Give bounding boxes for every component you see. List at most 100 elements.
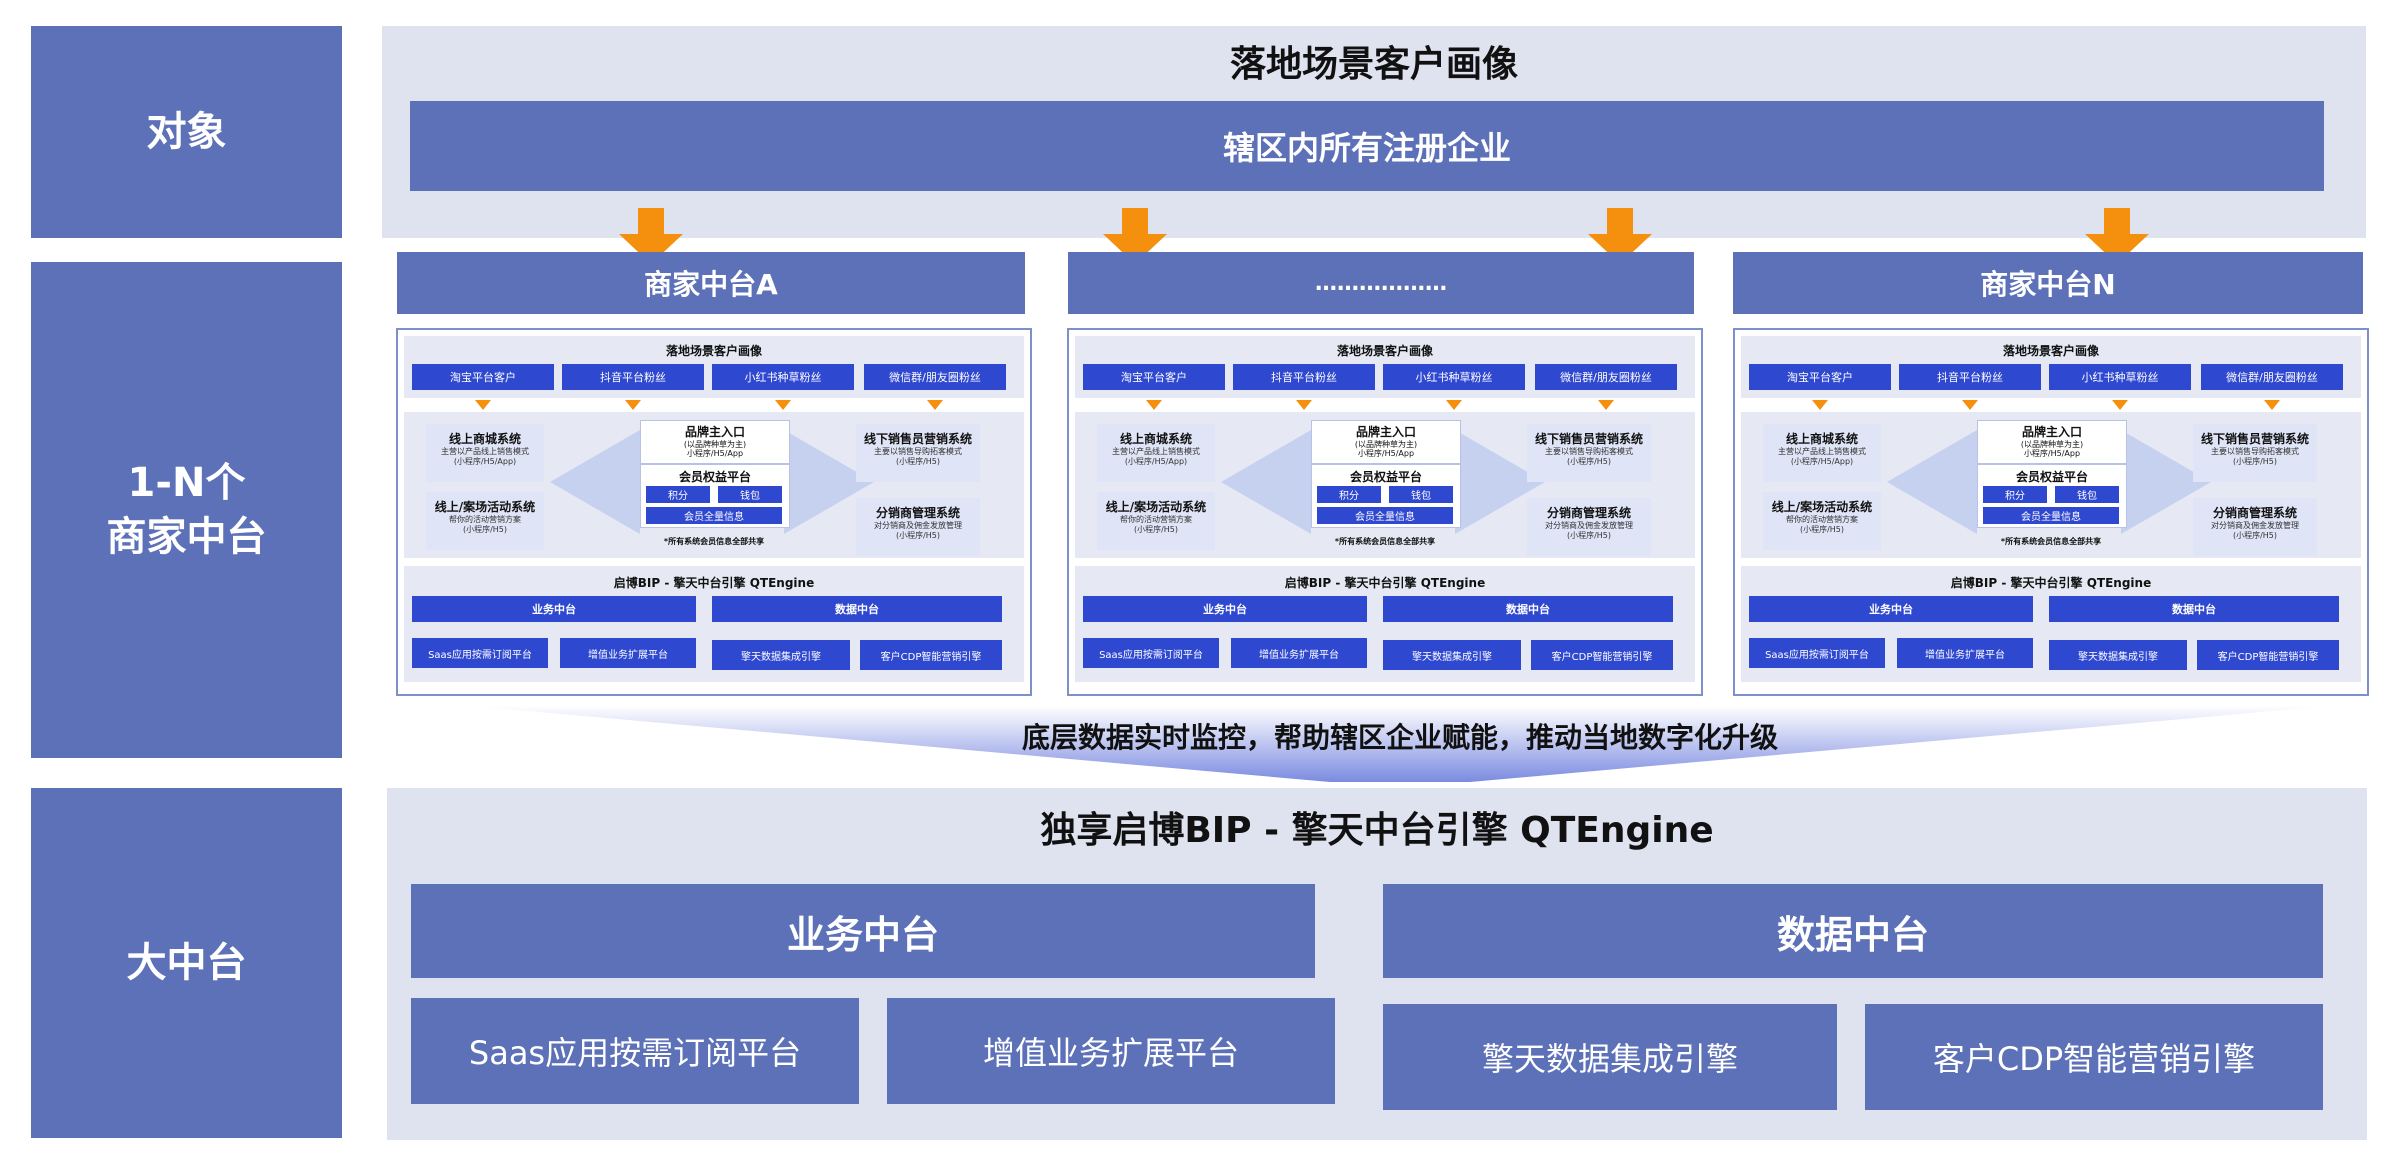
side-label-object-text: 对象: [146, 109, 227, 155]
brand-entry-sub: (以品牌种草为主): [683, 440, 747, 449]
distribution-title: 分销商管理系统: [1546, 506, 1631, 520]
channel-chip: 抖音平台粉丝: [1233, 364, 1375, 390]
bottom-data-platform: 数据中台: [1383, 884, 2323, 978]
distribution-sub: 对分销商及佣金发放管理: [874, 521, 962, 530]
wallet-chip: 钱包: [2055, 486, 2119, 503]
activity-sub: (小程序/H5): [462, 525, 508, 534]
channel-chip: 淘宝平台客户: [1083, 364, 1225, 390]
brand-entry-title: 品牌主入口: [684, 425, 745, 439]
distribution-system: 分销商管理系统 对分销商及佣金发放管理 (小程序/H5): [856, 498, 980, 556]
down-arrow-icon: [1146, 400, 1162, 410]
channel-chip: 微信群/朋友圈粉丝: [1535, 364, 1677, 390]
distribution-system: 分销商管理系统 对分销商及佣金发放管理 (小程序/H5): [1527, 498, 1651, 556]
distribution-sub: 对分销商及佣金发放管理: [1545, 521, 1633, 530]
distribution-sub: (小程序/H5): [895, 531, 941, 540]
top-bar: 辖区内所有注册企业: [410, 101, 2324, 191]
channel-chip: 小红书种草粉丝: [2049, 364, 2191, 390]
wallet-chip: 钱包: [718, 486, 782, 503]
member-platform-title: 会员权益平台: [1349, 470, 1422, 484]
online-mall-sub: 主营以产品线上销售模式: [441, 447, 529, 456]
activity-system: 线上/案场活动系统 帮你的活动营销方案 (小程序/H5): [1763, 492, 1881, 550]
panel-title: 落地场景客户画像: [665, 344, 762, 358]
distribution-system: 分销商管理系统 对分销商及佣金发放管理 (小程序/H5): [2193, 498, 2317, 556]
engine-title: 启博BIP - 擎天中台引擎 QTEngine: [613, 576, 815, 590]
business-platform: 业务中台: [1749, 596, 2033, 622]
down-arrow-icon: [1296, 400, 1312, 410]
activity-system: 线上/案场活动系统 帮你的活动营销方案 (小程序/H5): [1097, 492, 1215, 550]
panel-title: 落地场景客户画像: [1336, 344, 1433, 358]
cdp-engine: 客户CDP智能营销引擎: [2197, 640, 2339, 670]
brand-entry: 品牌主入口 (以品牌种草为主) 小程序/H5/App: [640, 420, 790, 464]
offline-sales-title: 线下销售员营销系统: [2200, 432, 2309, 446]
down-arrow-icon: [1446, 400, 1462, 410]
bottom-cdp-engine: 客户CDP智能营销引擎: [1865, 1004, 2323, 1110]
member-info-chip: 会员全量信息: [1983, 507, 2119, 524]
value-added-platform: 增值业务扩展平台: [1231, 638, 1367, 668]
side-label-object: 对象: [31, 26, 342, 238]
down-arrow-icon: [927, 400, 943, 410]
integration-engine: 擎天数据集成引擎: [712, 640, 850, 670]
activity-sub: (小程序/H5): [1799, 525, 1845, 534]
banner-shape: [470, 706, 2330, 782]
down-arrow-icon: [1598, 400, 1614, 410]
wallet-chip: 钱包: [1389, 486, 1453, 503]
data-platform: 数据中台: [712, 596, 1002, 622]
data-platform: 数据中台: [2049, 596, 2339, 622]
saas-platform: Saas应用按需订阅平台: [412, 638, 548, 668]
online-mall-sub: (小程序/H5/App): [453, 457, 517, 466]
down-arrow-icon: [775, 400, 791, 410]
offline-sales-sub: (小程序/H5): [895, 457, 941, 466]
online-mall-title: 线上商城系统: [448, 432, 521, 446]
online-mall-system: 线上商城系统 主营以产品线上销售模式 (小程序/H5/App): [1097, 424, 1215, 482]
saas-platform: Saas应用按需订阅平台: [1083, 638, 1219, 668]
channel-chip: 淘宝平台客户: [1749, 364, 1891, 390]
data-platform: 数据中台: [1383, 596, 1673, 622]
member-info-chip: 会员全量信息: [1317, 507, 1453, 524]
distribution-title: 分销商管理系统: [2212, 506, 2297, 520]
down-arrow-icon: [1962, 400, 1978, 410]
down-arrow-icon: [2112, 400, 2128, 410]
merchant-panel: 落地场景客户画像 淘宝平台客户 抖音平台粉丝 小红书种草粉丝 微信群/朋友圈粉丝…: [396, 328, 1032, 696]
engine-title: 启博BIP - 擎天中台引擎 QTEngine: [1950, 576, 2152, 590]
side-label-merchant-line2: 商家中台: [106, 514, 267, 560]
bottom-value-added-platform: 增值业务扩展平台: [887, 998, 1335, 1104]
offline-sales-system: 线下销售员营销系统 主要以销售导购拓客模式 (小程序/H5): [2193, 424, 2317, 482]
activity-sub: (小程序/H5): [1133, 525, 1179, 534]
member-platform-title: 会员权益平台: [2015, 470, 2088, 484]
offline-sales-system: 线下销售员营销系统 主要以销售导购拓客模式 (小程序/H5): [1527, 424, 1651, 482]
merchant-panel: 落地场景客户画像 淘宝平台客户 抖音平台粉丝 小红书种草粉丝 微信群/朋友圈粉丝…: [1067, 328, 1703, 696]
distribution-sub: (小程序/H5): [1566, 531, 1612, 540]
integration-engine: 擎天数据集成引擎: [2049, 640, 2187, 670]
brand-entry-sub: (以品牌种草为主): [2020, 440, 2084, 449]
brand-entry-title: 品牌主入口: [1355, 425, 1416, 439]
value-added-platform: 增值业务扩展平台: [1897, 638, 2033, 668]
side-label-merchant-line1: 1-N个: [127, 460, 246, 506]
offline-sales-sub: (小程序/H5): [2232, 457, 2278, 466]
points-chip: 积分: [1983, 486, 2047, 503]
distribution-sub: (小程序/H5): [2232, 531, 2278, 540]
saas-platform: Saas应用按需订阅平台: [1749, 638, 1885, 668]
down-arrow-icon: [475, 400, 491, 410]
side-label-big: 大中台: [31, 788, 342, 1138]
member-platform-title: 会员权益平台: [678, 470, 751, 484]
offline-sales-sub: 主要以销售导购拓客模式: [2211, 447, 2299, 456]
activity-title: 线上/案场活动系统: [1771, 500, 1873, 514]
bottom-section: 独享启博BIP - 擎天中台引擎 QTEngine 业务中台 数据中台 Saas…: [387, 788, 2367, 1140]
activity-system: 线上/案场活动系统 帮你的活动营销方案 (小程序/H5): [426, 492, 544, 550]
offline-sales-title: 线下销售员营销系统: [1534, 432, 1643, 446]
activity-sub: 帮你的活动营销方案: [1120, 515, 1192, 524]
online-mall-sub: (小程序/H5/App): [1790, 457, 1854, 466]
channel-chip: 小红书种草粉丝: [712, 364, 854, 390]
offline-sales-sub: 主要以销售导购拓客模式: [1545, 447, 1633, 456]
points-chip: 积分: [1317, 486, 1381, 503]
member-note: *所有系统会员信息全部共享: [663, 537, 765, 546]
activity-title: 线上/案场活动系统: [434, 500, 536, 514]
bottom-title: 独享启博BIP - 擎天中台引擎 QTEngine: [1040, 810, 1714, 851]
integration-engine: 擎天数据集成引擎: [1383, 640, 1521, 670]
funnel-left: [1221, 430, 1311, 534]
banner-text: 底层数据实时监控，帮助辖区企业赋能，推动当地数字化升级: [1021, 721, 1778, 754]
points-chip: 积分: [646, 486, 710, 503]
brand-entry-sub: 小程序/H5/App: [686, 449, 744, 458]
online-mall-sub: 主营以产品线上销售模式: [1112, 447, 1200, 456]
funnel-left: [1887, 430, 1977, 534]
